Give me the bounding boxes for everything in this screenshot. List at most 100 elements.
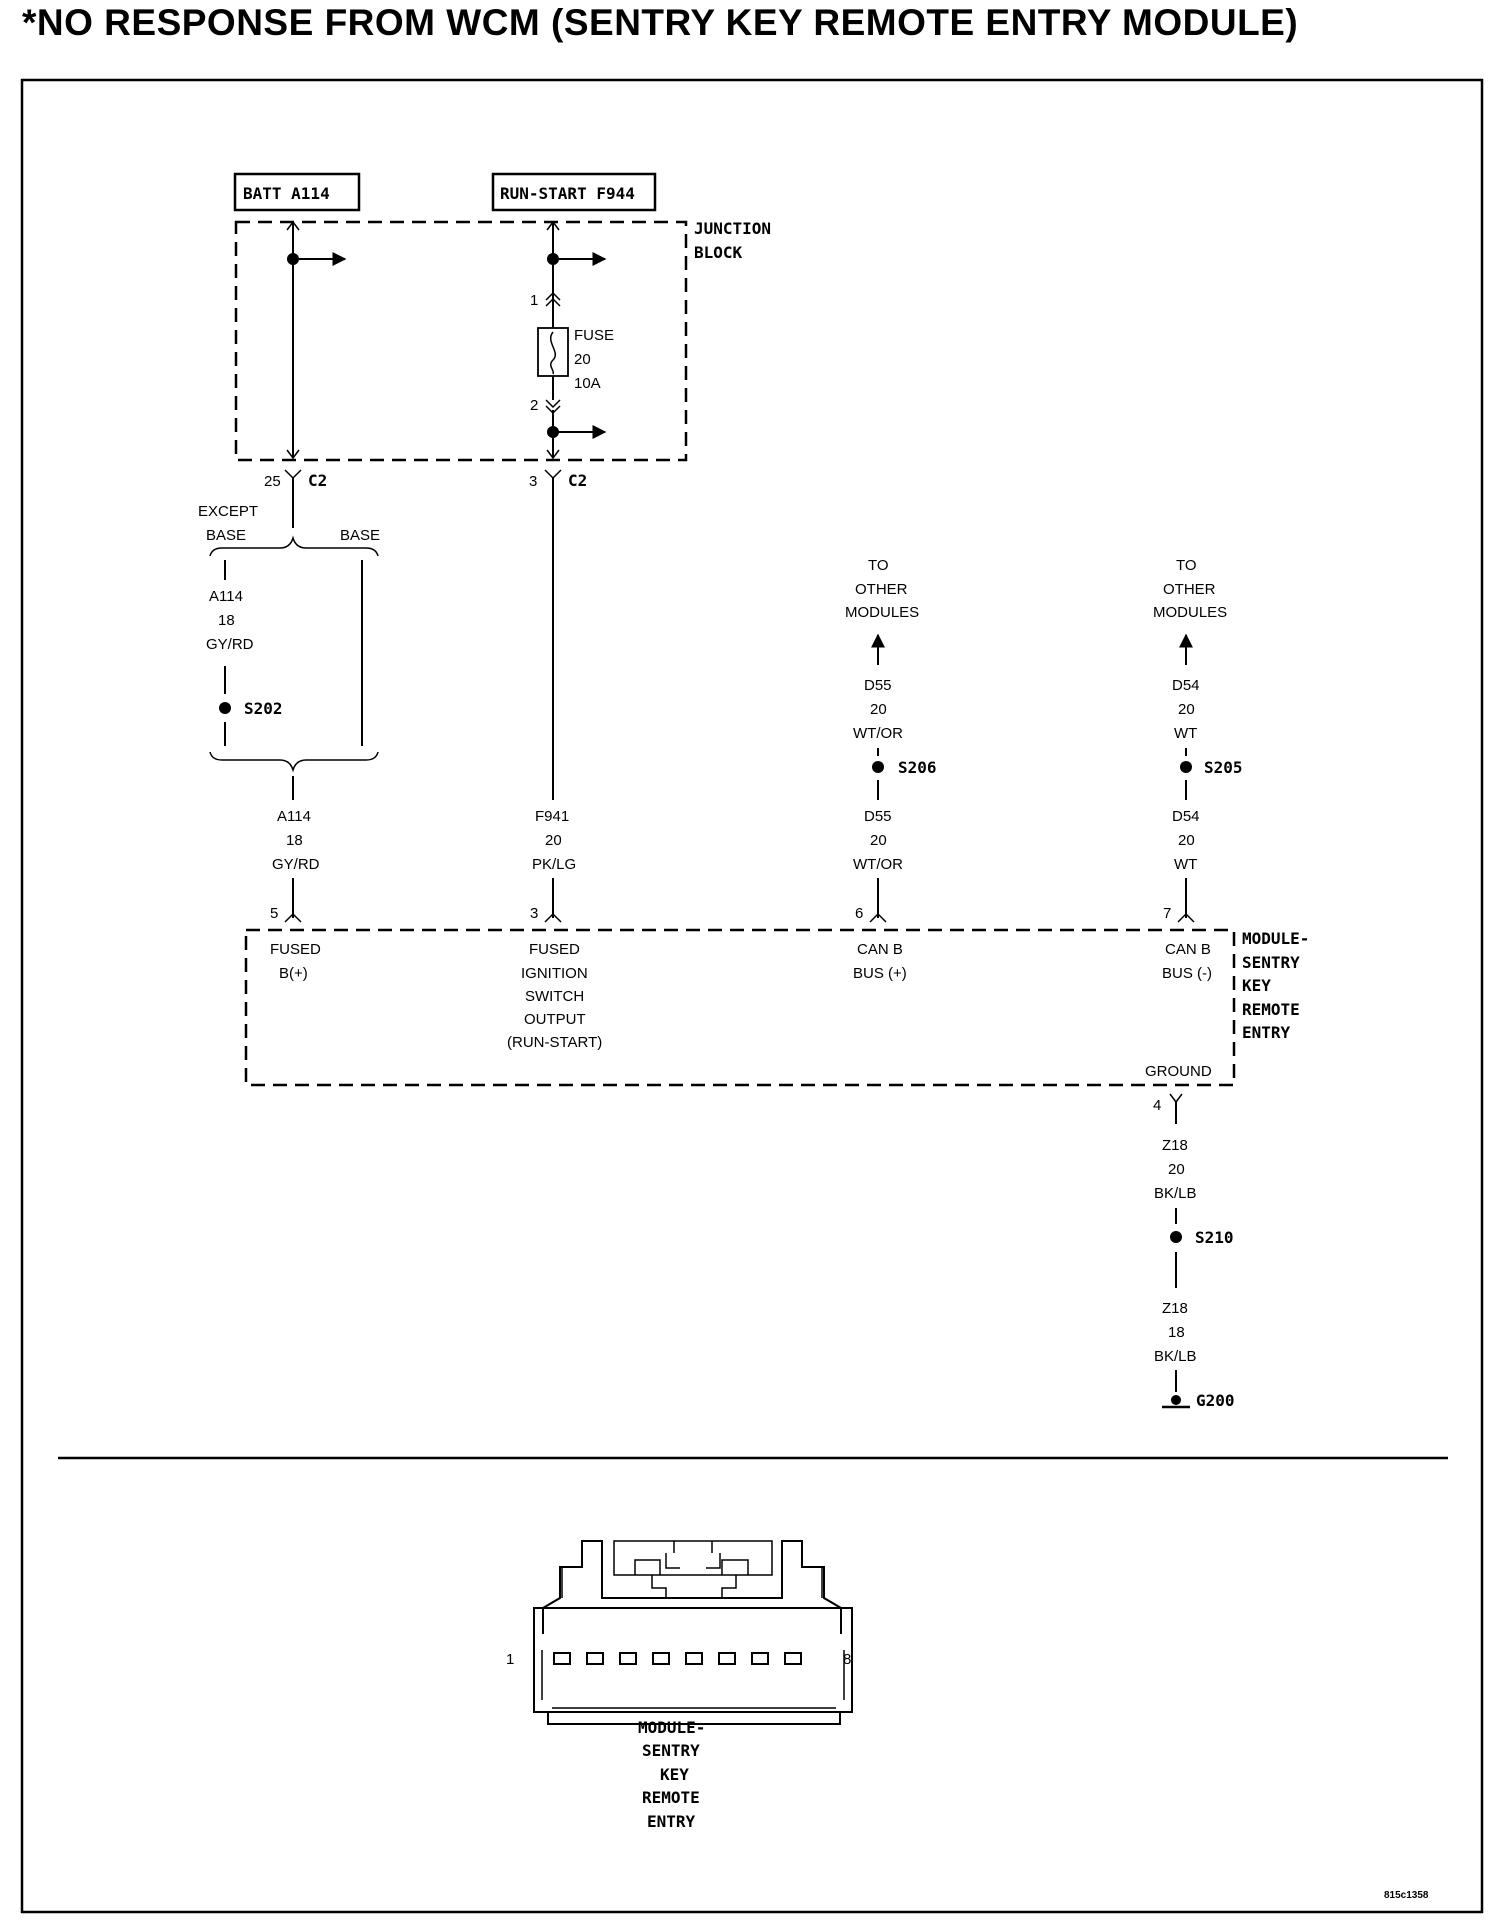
module-label-5: ENTRY <box>1242 1023 1291 1042</box>
module-label-3: KEY <box>1242 976 1271 995</box>
d54-lower-color: WT <box>1174 856 1197 873</box>
g200-label: G200 <box>1196 1391 1235 1410</box>
s210-splice-dot <box>1170 1231 1182 1243</box>
d55-lower-color: WT/OR <box>853 856 903 873</box>
connector-label-3: KEY <box>660 1765 689 1784</box>
s202-splice-dot <box>219 702 231 714</box>
d54-lower-gauge: 20 <box>1178 832 1195 849</box>
d54-to-other-3: MODULES <box>1153 604 1227 621</box>
pin-7-desc-2: BUS (-) <box>1162 965 1212 982</box>
connector-label-4: REMOTE <box>642 1788 700 1807</box>
fuse-symbol <box>537 327 569 377</box>
junction-block-outline <box>234 220 688 462</box>
pin-6-desc-1: CAN B <box>857 941 903 958</box>
d54-to-other-1: TO <box>1176 557 1197 574</box>
a114-lower-gauge: 18 <box>286 832 303 849</box>
z18-lower-circuit: Z18 <box>1162 1300 1188 1317</box>
s205-label: S205 <box>1204 758 1243 777</box>
fuse-rating: 10A <box>574 375 601 392</box>
c2-mid-connector: C2 <box>568 471 587 490</box>
run-start-source-box: RUN-START F944 <box>491 172 657 212</box>
page-title: *NO RESPONSE FROM WCM (SENTRY KEY REMOTE… <box>22 2 1299 43</box>
connector-label-5: ENTRY <box>647 1812 696 1831</box>
option-brace-top <box>209 535 379 557</box>
d55-lower-gauge: 20 <box>870 832 887 849</box>
z18-lower-color: BK/LB <box>1154 1348 1197 1365</box>
except-label-1: EXCEPT <box>198 503 258 520</box>
d55-upper-circuit: D55 <box>864 677 892 694</box>
figure-code: 815c1358 <box>1384 1890 1429 1901</box>
d55-to-other-2: OTHER <box>855 581 908 598</box>
pin-6-desc-2: BUS (+) <box>853 965 907 982</box>
junction-block-label-2: BLOCK <box>694 243 743 262</box>
module-outline <box>244 928 1236 1087</box>
run-start-source-label: RUN-START F944 <box>500 184 635 203</box>
diagram-frame <box>20 78 1484 1914</box>
fuse-number: 20 <box>574 351 591 368</box>
module-pin-7-num: 7 <box>1163 905 1171 922</box>
z18-lower-gauge: 18 <box>1168 1324 1185 1341</box>
fuse-pin-top: 1 <box>530 292 538 309</box>
connector-pin-first: 1 <box>506 1651 514 1668</box>
module-label-4: REMOTE <box>1242 1000 1300 1019</box>
module-pin-6-num: 6 <box>855 905 863 922</box>
pin-5-desc-1: FUSED <box>270 941 321 958</box>
d55-lower-circuit: D55 <box>864 808 892 825</box>
f941-color: PK/LG <box>532 856 576 873</box>
module-pin-5-num: 5 <box>270 905 278 922</box>
c2-mid-pin: 3 <box>529 473 537 490</box>
module-pin-4-num: 4 <box>1153 1097 1161 1114</box>
g200-ground-dot <box>1171 1395 1181 1405</box>
d55-to-other-1: TO <box>868 557 889 574</box>
d55-to-other-3: MODULES <box>845 604 919 621</box>
connector-label-2: SENTRY <box>642 1741 700 1760</box>
connector-cavity-row <box>553 1652 802 1665</box>
s206-label: S206 <box>898 758 937 777</box>
module-label-1: MODULE- <box>1242 929 1309 948</box>
a114-lower-color: GY/RD <box>272 856 320 873</box>
c2-left-connector: C2 <box>308 471 327 490</box>
connector-label-1: MODULE- <box>638 1718 705 1737</box>
pin-3-desc-1: FUSED <box>529 941 580 958</box>
d54-upper-color: WT <box>1174 725 1197 742</box>
a114-upper-circuit: A114 <box>209 588 243 605</box>
z18-upper-circuit: Z18 <box>1162 1137 1188 1154</box>
d54-lower-circuit: D54 <box>1172 808 1200 825</box>
pin-3-desc-2: IGNITION <box>521 965 588 982</box>
s210-label: S210 <box>1195 1228 1234 1247</box>
junction-block-label-1: JUNCTION <box>694 219 771 238</box>
batt-source-box: BATT A114 <box>233 172 361 212</box>
pin-7-desc-1: CAN B <box>1165 941 1211 958</box>
fuse-pin-bottom: 2 <box>530 397 538 414</box>
f941-circuit: F941 <box>535 808 569 825</box>
a114-upper-color: GY/RD <box>206 636 254 653</box>
fuse-name: FUSE <box>574 327 614 344</box>
d55-upper-color: WT/OR <box>853 725 903 742</box>
s202-label: S202 <box>244 699 283 718</box>
a114-lower-circuit: A114 <box>277 808 311 825</box>
option-brace-bottom <box>209 751 379 773</box>
f941-gauge: 20 <box>545 832 562 849</box>
d55-upper-gauge: 20 <box>870 701 887 718</box>
d54-to-other-2: OTHER <box>1163 581 1216 598</box>
c2-left-pin: 25 <box>264 473 281 490</box>
module-label-2: SENTRY <box>1242 953 1300 972</box>
batt-source-label: BATT A114 <box>243 184 330 203</box>
z18-upper-gauge: 20 <box>1168 1161 1185 1178</box>
a114-upper-gauge: 18 <box>218 612 235 629</box>
base-label: BASE <box>340 527 380 544</box>
connector-face-view: 1 8 <box>506 1540 853 1725</box>
d54-upper-circuit: D54 <box>1172 677 1200 694</box>
module-pin-3-num: 3 <box>530 905 538 922</box>
pin-5-desc-2: B(+) <box>279 965 308 982</box>
pin-3-desc-3: SWITCH <box>525 988 584 1005</box>
pin-3-desc-4: OUTPUT <box>524 1011 586 1028</box>
except-label-2: BASE <box>206 527 246 544</box>
connector-pin-last: 8 <box>843 1651 851 1668</box>
s206-splice-dot <box>872 761 884 773</box>
s205-splice-dot <box>1180 761 1192 773</box>
z18-upper-color: BK/LB <box>1154 1185 1197 1202</box>
d54-upper-gauge: 20 <box>1178 701 1195 718</box>
pin-4-desc: GROUND <box>1145 1063 1212 1080</box>
